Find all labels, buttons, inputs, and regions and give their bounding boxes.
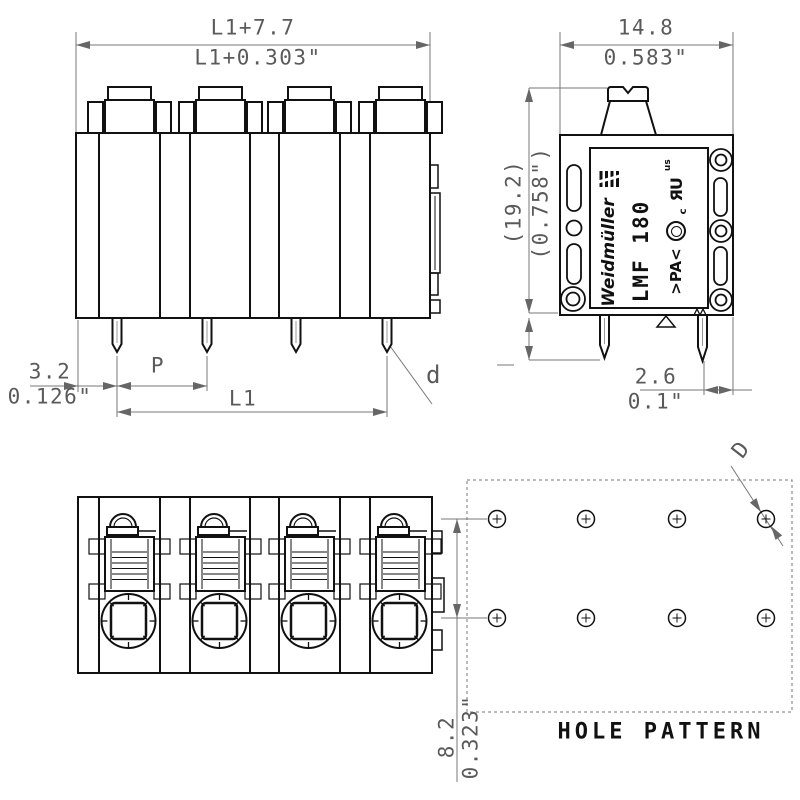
product-label-model: LMF 180 [629, 199, 653, 303]
front-total-width-mm: L1+7.7 [210, 15, 296, 40]
material-marking: >PA< [667, 248, 685, 295]
side-view-linework [559, 86, 734, 365]
top-view-linework [77, 496, 445, 674]
side-width-mm: 14.8 [617, 15, 675, 40]
csa-mark-icon [666, 221, 686, 242]
front-edge-offset-in: 0.126" [7, 384, 93, 409]
front-edge-offset-mm: 3.2 [28, 359, 72, 384]
hole-pattern-title: HOLE PATTERN [557, 719, 765, 745]
product-label-certifications: >PA< c ЯU us [663, 149, 689, 305]
dimension-linework [30, 32, 793, 782]
side-height-mm: (19.2) [501, 159, 526, 245]
front-total-width-in: L1+0.303" [194, 45, 322, 70]
side-pin-offset-mm: 2.6 [634, 364, 678, 389]
front-pin-diameter-label: d [426, 361, 442, 389]
hole-row-spacing-in: 0.323" [458, 694, 483, 780]
cert-c-prefix: c [678, 208, 689, 215]
hole-row-spacing-mm: 8.2 [434, 715, 459, 759]
product-label-brand: Weidmüller [594, 153, 624, 323]
brand-name: Weidmüller [599, 198, 619, 307]
hole-pattern-linework [487, 509, 776, 628]
front-length-label: L1 [228, 386, 258, 411]
front-view-linework [75, 86, 443, 353]
ul-recognized-mark-icon: ЯU [666, 178, 686, 202]
side-width-in: 0.583" [603, 45, 689, 70]
front-pitch-label: P [150, 353, 166, 378]
side-pin-offset-in: 0.1" [627, 389, 685, 414]
side-height-in: (0.758") [528, 146, 553, 260]
weidmueller-logo-icon [598, 171, 620, 188]
cert-us-suffix: us [663, 159, 673, 172]
